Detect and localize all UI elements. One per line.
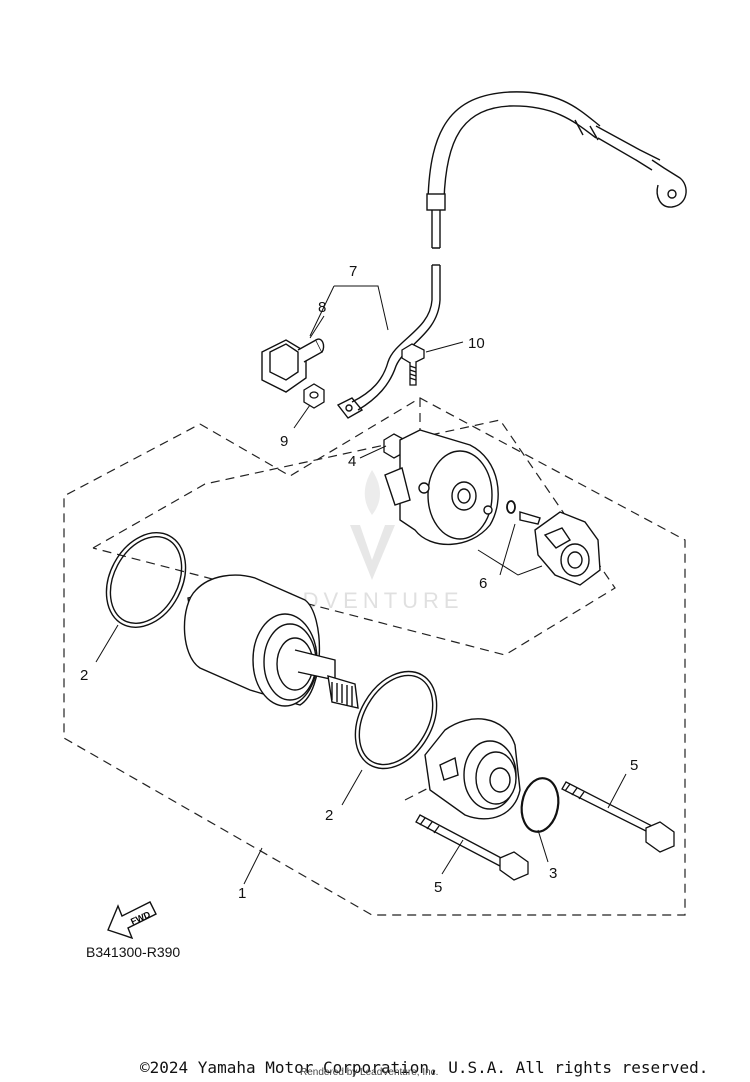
brush-holder <box>519 511 601 586</box>
copyright-text: ©2024 Yamaha Motor Corporation, U.S.A. A… <box>140 1058 709 1077</box>
fwd-arrow-icon: FWD <box>107 901 157 940</box>
leader-lines <box>95 285 627 885</box>
callout-10: 10 <box>468 335 485 352</box>
small-washer <box>506 500 516 514</box>
callout-1: 1 <box>238 885 246 902</box>
o-ring-upper <box>105 532 187 628</box>
starter-cable <box>336 91 687 419</box>
callout-5-upper: 5 <box>630 757 638 774</box>
bolt-5-upper <box>561 781 675 853</box>
starter-motor-body <box>183 574 359 709</box>
callout-2-upper: 2 <box>80 667 88 684</box>
rendered-by-text: Rendered by LeadVenture, Inc. <box>300 1067 439 1078</box>
reference-code: B341300-R390 <box>86 944 181 960</box>
callout-labels: 1 2 2 3 4 5 5 6 7 8 9 10 <box>80 263 638 902</box>
callout-3: 3 <box>549 865 557 882</box>
callout-4: 4 <box>348 453 356 470</box>
callout-9: 9 <box>280 433 288 450</box>
bolt-5-lower <box>415 814 529 881</box>
o-ring-3 <box>520 777 560 833</box>
callout-7: 7 <box>349 263 357 280</box>
assembly-outline-cover <box>404 398 449 801</box>
bolt-10 <box>401 343 425 386</box>
callout-6: 6 <box>479 575 487 592</box>
rear-cover <box>384 429 499 546</box>
callout-8: 8 <box>318 299 326 316</box>
assembly-outline-brush <box>92 419 616 656</box>
callout-2-lower: 2 <box>325 807 333 824</box>
o-ring-lower <box>354 670 438 770</box>
nut <box>303 383 325 409</box>
rubber-boot <box>261 338 325 393</box>
front-cover <box>424 718 521 820</box>
assembly-outline-1 <box>63 397 686 916</box>
callout-5-lower: 5 <box>434 879 442 896</box>
